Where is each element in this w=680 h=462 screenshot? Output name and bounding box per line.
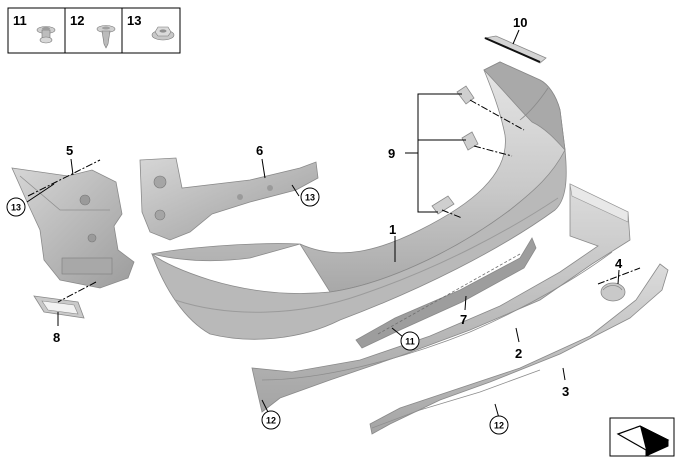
fastener-legend: 11 12 13: [7, 7, 181, 54]
part-8-reflector-frame: [33, 295, 85, 319]
callout-circle-11: 11: [400, 331, 420, 351]
callout-circle-12-left: 12: [261, 410, 281, 430]
callout-9: 9: [388, 146, 395, 161]
orientation-symbol: [609, 417, 675, 457]
callouts: 10 1 2 3 4 5 6 7 8 9 13 13 11 12 12: [6, 15, 623, 435]
car-orientation-icon: [616, 425, 670, 457]
fastener-label-12: 12: [70, 13, 84, 28]
expanding-clip-icon: [96, 25, 116, 49]
svg-text:12: 12: [494, 421, 504, 431]
callout-10: 10: [513, 15, 527, 30]
fastener-label-11: 11: [13, 13, 27, 28]
part-3-lower-trim: [369, 263, 669, 435]
callout-1: 1: [389, 222, 396, 237]
part-2-lower-diffuser: [251, 183, 631, 413]
part-10-upper-trim: [483, 35, 547, 64]
svg-text:13: 13: [11, 203, 21, 213]
part-4-small-cover: [600, 282, 626, 302]
part-1-bumper-cover: [151, 61, 567, 340]
callout-4: 4: [615, 256, 623, 271]
callout-2: 2: [515, 346, 522, 361]
part-6-center-bracket: [139, 157, 319, 241]
callout-circle-13-right: 13: [300, 187, 320, 207]
part-5-left-bracket: [11, 167, 135, 289]
push-rivet-icon: [36, 26, 56, 44]
svg-text:12: 12: [266, 416, 276, 426]
fastener-label-13: 13: [127, 13, 141, 28]
callout-6: 6: [256, 143, 263, 158]
callout-circle-12-right: 12: [489, 415, 509, 435]
callout-5: 5: [66, 143, 73, 158]
callout-8: 8: [53, 330, 60, 345]
hex-nut-icon: [151, 26, 175, 41]
callout-7: 7: [460, 312, 467, 327]
callout-3: 3: [562, 384, 569, 399]
svg-text:13: 13: [305, 193, 315, 203]
part-7-lower-grille: [355, 237, 537, 349]
callout-circle-13-left: 13: [6, 197, 26, 217]
part-9-clips: [431, 85, 479, 215]
svg-text:11: 11: [405, 337, 415, 347]
leader-lines: [26, 29, 641, 419]
